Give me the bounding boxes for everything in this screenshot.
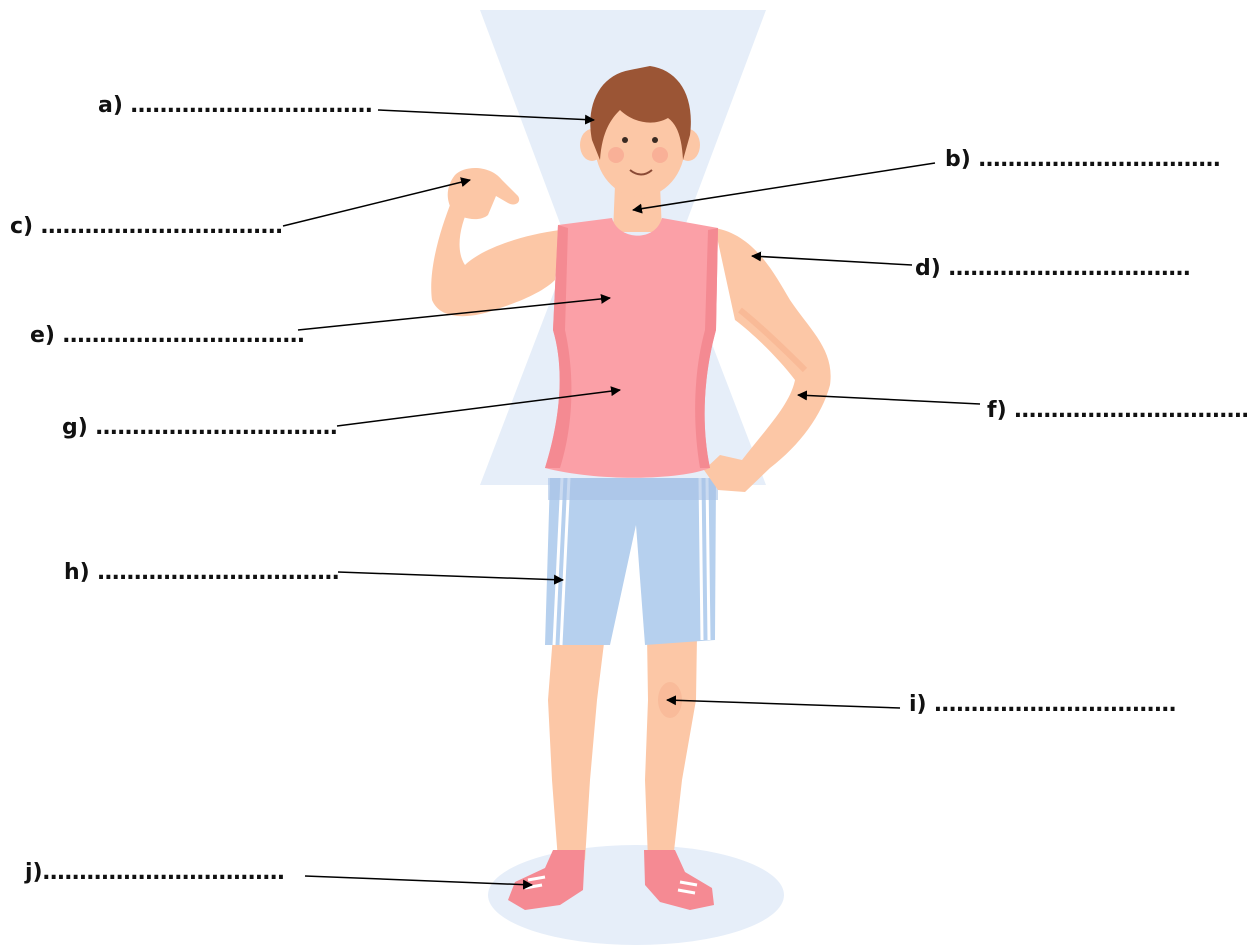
arrow-h <box>338 572 563 580</box>
arrow-f <box>798 395 980 404</box>
raised-arm <box>431 200 560 316</box>
label-f[interactable]: f) …………………………… <box>987 398 1247 424</box>
right-leg <box>645 635 697 860</box>
label-b[interactable]: b) …………………………… <box>945 147 1220 173</box>
person-illustration <box>431 66 830 910</box>
thumb-hand <box>448 168 519 219</box>
shorts <box>545 478 716 645</box>
arrow-c <box>283 180 470 226</box>
label-e[interactable]: e) …………………………… <box>30 323 305 349</box>
arrow-d <box>752 256 912 265</box>
label-h[interactable]: h) …………………………… <box>64 560 339 586</box>
left-leg <box>548 635 605 860</box>
arrow-i <box>667 700 900 708</box>
label-g[interactable]: g) …………………………… <box>62 415 337 441</box>
label-c[interactable]: c) …………………………… <box>10 214 283 240</box>
label-a[interactable]: a) …………………………… <box>98 93 373 119</box>
label-d[interactable]: d) …………………………… <box>915 256 1190 282</box>
label-j[interactable]: j)…………………………… <box>25 860 285 886</box>
label-i[interactable]: i) …………………………… <box>909 692 1176 718</box>
shirt <box>545 218 718 478</box>
